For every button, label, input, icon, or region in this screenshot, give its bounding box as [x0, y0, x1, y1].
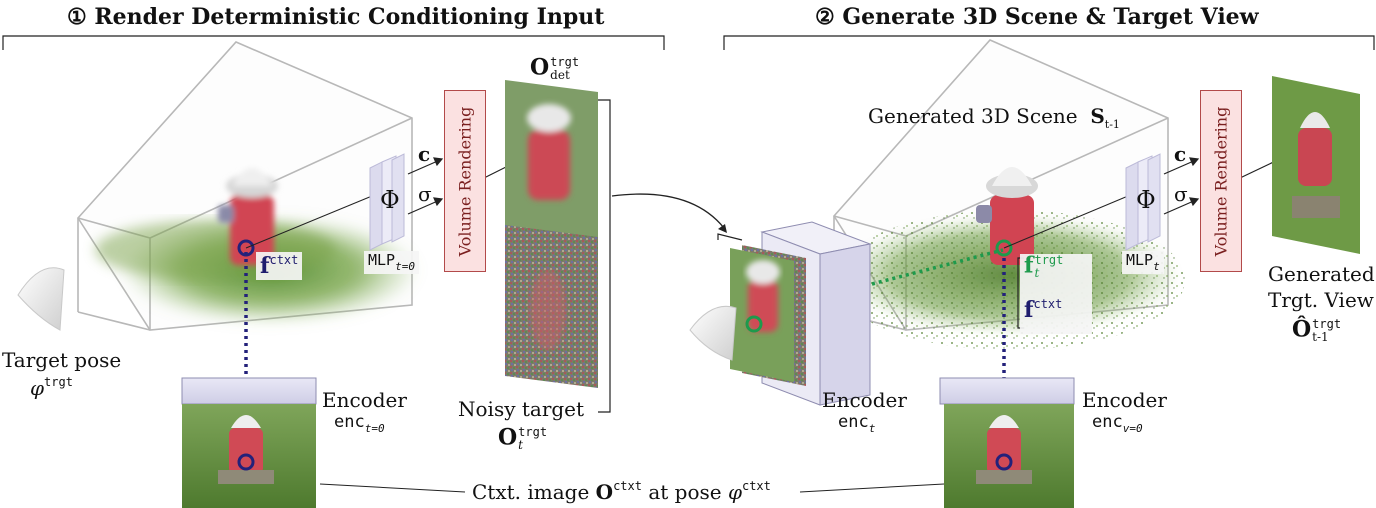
ctxt-caption: Ctxt. image Octxt at pose φctxt: [472, 479, 771, 504]
right-context-pixel: [995, 453, 1013, 471]
right-sample-point: [995, 239, 1013, 257]
left-sigma-label: σ: [418, 182, 432, 206]
right-encoder-block: [939, 377, 1075, 508]
noisy-target-label: Noisy target: [458, 397, 585, 421]
right-vr-label: Volume Rendering: [1211, 106, 1231, 256]
left-encoder-label: Encoder: [322, 388, 407, 412]
odet-image: [505, 80, 598, 250]
target-view-camera: [689, 305, 737, 361]
conditioning-arrowhead: [718, 224, 727, 233]
conditioning-bracket: [598, 99, 611, 413]
ctxt-line-left: [319, 483, 466, 493]
left-mlp-label: MLPt=0: [364, 251, 419, 274]
generated-view-image: [1272, 76, 1360, 254]
generated-label-line2: Trgt. View: [1268, 288, 1374, 312]
target-pixel-green: [745, 315, 763, 333]
encoder-v-label: Encoder: [1082, 388, 1167, 412]
right-c-label: c: [1174, 142, 1187, 166]
stack-bracket: [717, 233, 743, 241]
right-mlp-block: [1125, 153, 1161, 251]
left-c-label: c: [418, 142, 431, 166]
left-mlp-outputs: [407, 157, 444, 215]
scene-label: Generated 3D Scene St-1: [868, 104, 1120, 131]
right-volume-rendering: Volume Rendering: [1200, 90, 1242, 272]
target-pose-camera: [17, 267, 65, 331]
right-mlp-outputs: [1163, 157, 1200, 215]
right-sigma-label: σ: [1174, 182, 1188, 206]
left-phi: Φ: [380, 186, 400, 214]
left-vr-label: Volume Rendering: [455, 106, 475, 256]
encoder-t-input-stack: [730, 245, 806, 386]
left-scene-render: [95, 168, 420, 325]
left-enc-symbol: enct=0: [334, 412, 385, 435]
encoder-t-symbol: enct: [838, 412, 876, 435]
left-ray: [245, 195, 373, 249]
left-volume-rendering: Volume Rendering: [444, 90, 486, 272]
noisy-target-image: [505, 225, 598, 388]
left-encoder-block: [181, 377, 317, 508]
target-pose-symbol: φtrgt: [30, 375, 73, 400]
left-mlp-block: [369, 153, 405, 251]
right-step-title: ② Generate 3D Scene & Target View: [815, 4, 1259, 30]
left-context-pixel: [237, 453, 255, 471]
right-phi: Φ: [1136, 186, 1156, 214]
target-pose-label: Target pose: [2, 348, 122, 372]
left-step-title: ① Render Deterministic Conditioning Inpu…: [67, 4, 605, 30]
right-ray: [1003, 195, 1129, 249]
left-sample-point: [237, 239, 255, 257]
feature-ctxt-label: fctxt: [1024, 297, 1063, 323]
encoder-t-label: Encoder: [822, 388, 907, 412]
right-mlp-label: MLPt: [1122, 251, 1164, 274]
encoder-v-symbol: encv=0: [1092, 412, 1143, 435]
generated-label-line1: Generated: [1268, 262, 1375, 286]
ctxt-line-right: [799, 483, 945, 493]
left-panel-bracket: [2, 35, 665, 50]
left-feature-label: fctxt: [256, 252, 303, 280]
conditioning-arrow: [611, 193, 725, 229]
right-scene-pointcloud: [835, 167, 1185, 350]
green-feature-projection: [871, 248, 1004, 286]
right-panel-bracket: [723, 35, 1375, 50]
